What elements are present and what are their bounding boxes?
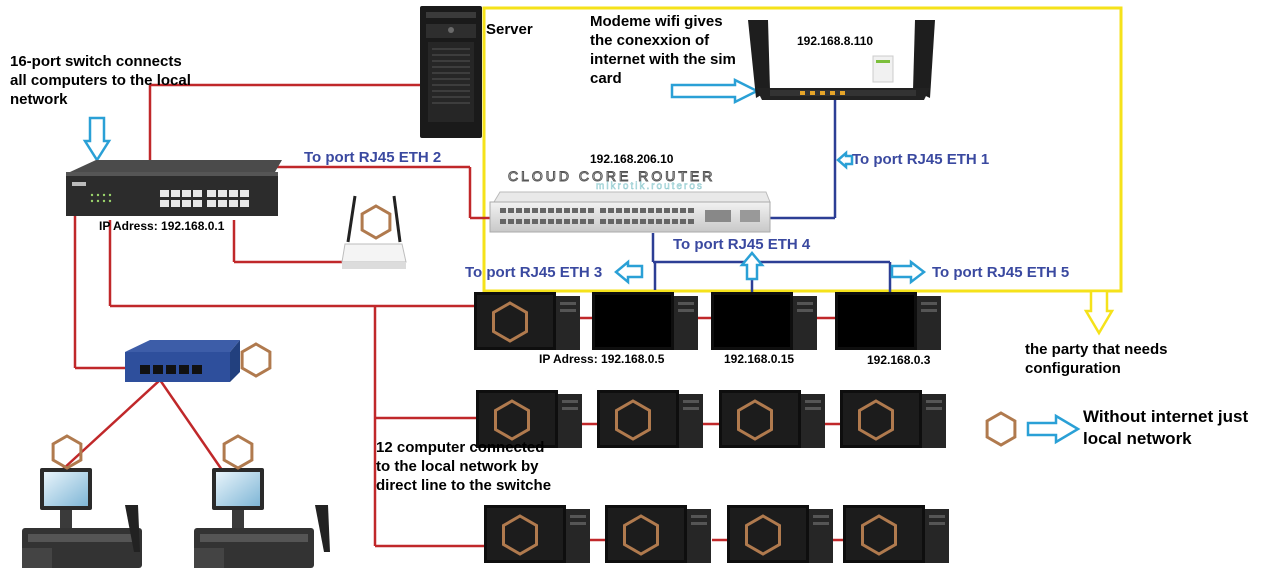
- switch-description: 16-port switch connects all computers to…: [10, 53, 191, 108]
- computers-note: 12 computer connected to the local netwo…: [376, 439, 552, 494]
- small-switch: [125, 340, 240, 382]
- legend-hexagon: [985, 411, 1017, 447]
- computer-5: [476, 390, 582, 448]
- red-network-wires: [61, 83, 843, 548]
- computer-9: [484, 505, 590, 563]
- computer-9-hexagon: [502, 514, 538, 556]
- small-switch-hexagon: [240, 342, 272, 378]
- computer-5-hexagon: [494, 399, 530, 441]
- pc3-label: PC 3: [851, 305, 889, 324]
- server-label: Server: [486, 21, 533, 38]
- computer-11: [727, 505, 833, 563]
- eth5-arrow: [890, 259, 927, 285]
- port-eth5-label: To port RJ45 ETH 5: [932, 264, 1070, 281]
- computer-8-hexagon: [858, 399, 894, 441]
- port-eth2-label: To port RJ45 ETH 2: [304, 149, 442, 166]
- computer-7: [719, 390, 825, 448]
- modem-router: [748, 20, 935, 100]
- pos-terminal-left: [22, 468, 142, 568]
- config-down-arrow: [1083, 289, 1115, 336]
- modem-description: Modeme wifi gives the conexxion of inter…: [590, 13, 736, 87]
- computer-12: [843, 505, 949, 563]
- cloud-core-router: [489, 191, 771, 233]
- switch-pointer-arrow: [82, 116, 112, 163]
- port-eth4-label: To port RJ45 ETH 4: [673, 236, 811, 253]
- pos-left-hexagon: [51, 434, 83, 470]
- switch-ip: IP Adress: 192.168.0.1: [99, 219, 225, 233]
- router-brand: CLOUD CORE ROUTER: [507, 168, 716, 185]
- no-internet-hexagons: [51, 204, 1017, 556]
- router-subbrand: mikrotik.routeros: [596, 181, 704, 193]
- configuration-zone-frame: [482, 6, 1123, 293]
- cyan-arrows: [82, 77, 1081, 445]
- eth1-arrow: [836, 150, 854, 170]
- port-eth1-label: To port RJ45 ETH 1: [852, 151, 990, 168]
- computer-6-hexagon: [615, 399, 651, 441]
- computer-7-hexagon: [737, 399, 773, 441]
- pc1-label: PC 1: [615, 307, 653, 326]
- computer-4: [835, 292, 941, 350]
- server-tower: [420, 6, 482, 138]
- main-switch: [66, 160, 282, 216]
- pc0-ip: IP Adress: 192.168.0.5: [539, 352, 665, 366]
- eth3-arrow: [614, 259, 644, 285]
- computer-2: [592, 292, 698, 350]
- legend-arrow: [1026, 413, 1081, 445]
- computer-10-hexagon: [623, 514, 659, 556]
- computer-3: [711, 292, 817, 350]
- pos-right-hexagon: [222, 434, 254, 470]
- modem-pointer-arrow: [670, 77, 760, 105]
- configuration-note: the party that needs configuration: [1025, 341, 1168, 377]
- eth4-arrow: [739, 251, 765, 281]
- legend-text: Without internet just local network: [1083, 407, 1249, 448]
- pc2-ip: 192.168.0.15: [724, 352, 795, 366]
- wifi-router-small: [341, 195, 407, 269]
- computer-12-hexagon: [861, 514, 897, 556]
- router-ip: 192.168.206.10: [590, 152, 674, 166]
- port-eth3-label: To port RJ45 ETH 3: [465, 264, 603, 281]
- computer-1-hexagon: [492, 301, 528, 343]
- computer-11-hexagon: [745, 514, 781, 556]
- pc2-label: PC 2: [730, 307, 768, 326]
- computers: [474, 292, 949, 563]
- wifi-router-hexagon: [360, 204, 392, 240]
- pc3-ip: 192.168.0.3: [867, 353, 931, 367]
- computer-6: [597, 390, 703, 448]
- pos-terminal-right: [194, 468, 330, 568]
- modem-ip: 192.168.8.110: [797, 34, 874, 48]
